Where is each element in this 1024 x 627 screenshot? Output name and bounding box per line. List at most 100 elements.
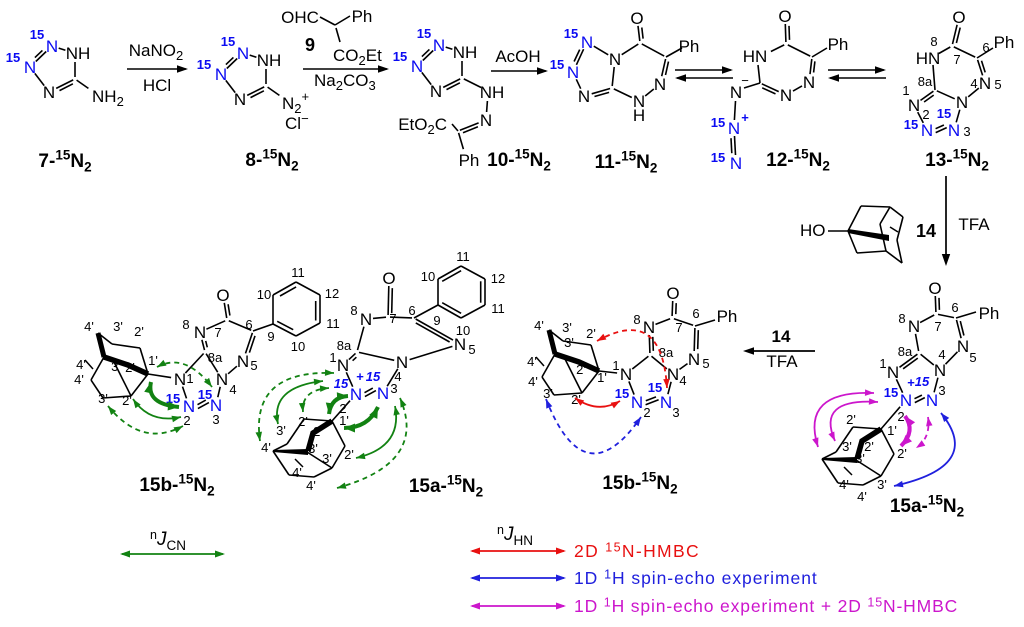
svg-text:8: 8: [350, 303, 357, 318]
svg-text:HCl: HCl: [143, 76, 171, 95]
svg-text:5: 5: [969, 350, 976, 365]
svg-text:11: 11: [326, 316, 340, 331]
svg-text:H: H: [633, 106, 645, 125]
svg-text:O: O: [382, 269, 395, 288]
svg-text:8: 8: [930, 34, 937, 49]
svg-text:11: 11: [491, 301, 505, 316]
svg-text:2: 2: [922, 107, 929, 122]
svg-text:N: N: [433, 36, 445, 55]
svg-text:N: N: [688, 350, 700, 369]
svg-text:10: 10: [257, 287, 271, 302]
svg-text:15: 15: [615, 386, 629, 401]
svg-text:4: 4: [679, 373, 686, 388]
svg-text:O: O: [630, 9, 643, 28]
svg-text:15: 15: [198, 387, 212, 402]
svg-text:N: N: [660, 393, 672, 412]
svg-text:N: N: [237, 44, 249, 63]
svg-text:2': 2': [344, 447, 354, 462]
svg-text:6: 6: [692, 306, 699, 321]
svg-text:N: N: [730, 154, 742, 173]
svg-text:2': 2': [313, 424, 323, 439]
svg-text:N: N: [480, 111, 492, 130]
svg-text:N: N: [728, 119, 740, 138]
svg-text:N: N: [430, 82, 442, 101]
svg-text:4': 4': [76, 357, 86, 372]
svg-text:4': 4': [306, 478, 316, 493]
svg-text:N: N: [337, 356, 349, 375]
svg-text:N: N: [620, 365, 632, 384]
svg-text:3': 3': [562, 320, 572, 335]
svg-text:15a-15N2: 15a-15N2: [890, 493, 964, 520]
svg-text:1D 1H spin-echo experiment + 2: 1D 1H spin-echo experiment + 2D 15N-HMBC: [574, 596, 958, 617]
svg-text:N: N: [194, 323, 206, 342]
svg-text:10: 10: [456, 323, 470, 338]
svg-text:NH: NH: [480, 83, 505, 102]
svg-text:2': 2': [897, 446, 907, 461]
svg-text:N: N: [215, 65, 227, 84]
svg-text:3': 3': [564, 335, 574, 350]
svg-text:N: N: [780, 86, 792, 105]
svg-text:15: 15: [648, 380, 662, 395]
svg-text:15a-15N2: 15a-15N2: [409, 473, 483, 500]
svg-text:5: 5: [702, 356, 709, 371]
svg-text:N: N: [803, 73, 815, 92]
svg-text:NH: NH: [453, 43, 478, 62]
svg-text:15: 15: [904, 117, 918, 132]
svg-text:TFA: TFA: [958, 215, 990, 234]
svg-text:2D 15N-HMBC: 2D 15N-HMBC: [574, 541, 700, 562]
svg-text:N: N: [956, 93, 968, 112]
svg-text:Ph: Ph: [994, 33, 1015, 52]
svg-text:15: 15: [417, 26, 431, 41]
svg-text:8: 8: [633, 312, 640, 327]
svg-text:15: 15: [197, 57, 211, 72]
svg-text:AcOH: AcOH: [495, 47, 540, 66]
svg-text:7: 7: [675, 320, 682, 335]
svg-text:1: 1: [186, 371, 193, 386]
svg-text:N: N: [957, 337, 969, 356]
svg-text:2: 2: [183, 413, 190, 428]
svg-text:4: 4: [970, 76, 977, 91]
svg-text:3': 3': [113, 319, 123, 334]
svg-text:3': 3': [111, 359, 121, 374]
svg-text:4': 4': [534, 318, 544, 333]
svg-text:15: 15: [6, 50, 20, 65]
svg-text:15b-15N2: 15b-15N2: [139, 472, 214, 499]
svg-text:2': 2': [298, 414, 308, 429]
svg-text:3: 3: [390, 381, 397, 396]
svg-text:Ph: Ph: [352, 7, 373, 26]
svg-text:4': 4': [857, 489, 867, 504]
svg-text:N: N: [609, 50, 621, 69]
svg-text:1': 1': [887, 423, 897, 438]
svg-text:O: O: [778, 7, 791, 26]
svg-text:+: +: [907, 375, 915, 390]
svg-text:9: 9: [267, 329, 274, 344]
svg-text:5: 5: [994, 77, 1001, 92]
svg-text:Ph: Ph: [828, 35, 849, 54]
svg-text:8: 8: [182, 317, 189, 332]
svg-text:15: 15: [393, 49, 407, 64]
svg-text:N: N: [237, 352, 249, 371]
svg-text:15: 15: [937, 106, 951, 121]
svg-text:6: 6: [951, 300, 958, 315]
svg-text:4': 4': [84, 319, 94, 334]
svg-text:15: 15: [550, 57, 564, 72]
svg-text:CO2Et: CO2Et: [333, 46, 382, 68]
svg-text:5: 5: [250, 358, 257, 373]
svg-text:N: N: [921, 121, 933, 140]
svg-text:8a: 8a: [898, 344, 913, 359]
svg-text:2': 2': [134, 324, 144, 339]
svg-text:1': 1': [339, 413, 349, 428]
svg-text:Na2CO3: Na2CO3: [314, 71, 376, 93]
svg-text:15: 15: [884, 385, 898, 400]
svg-text:N: N: [908, 317, 920, 336]
svg-text:3': 3': [543, 386, 553, 401]
svg-text:15b-15N2: 15b-15N2: [602, 470, 677, 497]
svg-text:7: 7: [214, 325, 221, 340]
svg-text:HN: HN: [743, 47, 768, 66]
svg-text:EtO2C: EtO2C: [398, 115, 447, 137]
svg-text:Ph: Ph: [717, 307, 738, 326]
svg-text:N: N: [360, 310, 372, 329]
svg-text:2': 2': [122, 393, 132, 408]
svg-text:5: 5: [468, 342, 475, 357]
svg-text:11: 11: [456, 249, 470, 264]
